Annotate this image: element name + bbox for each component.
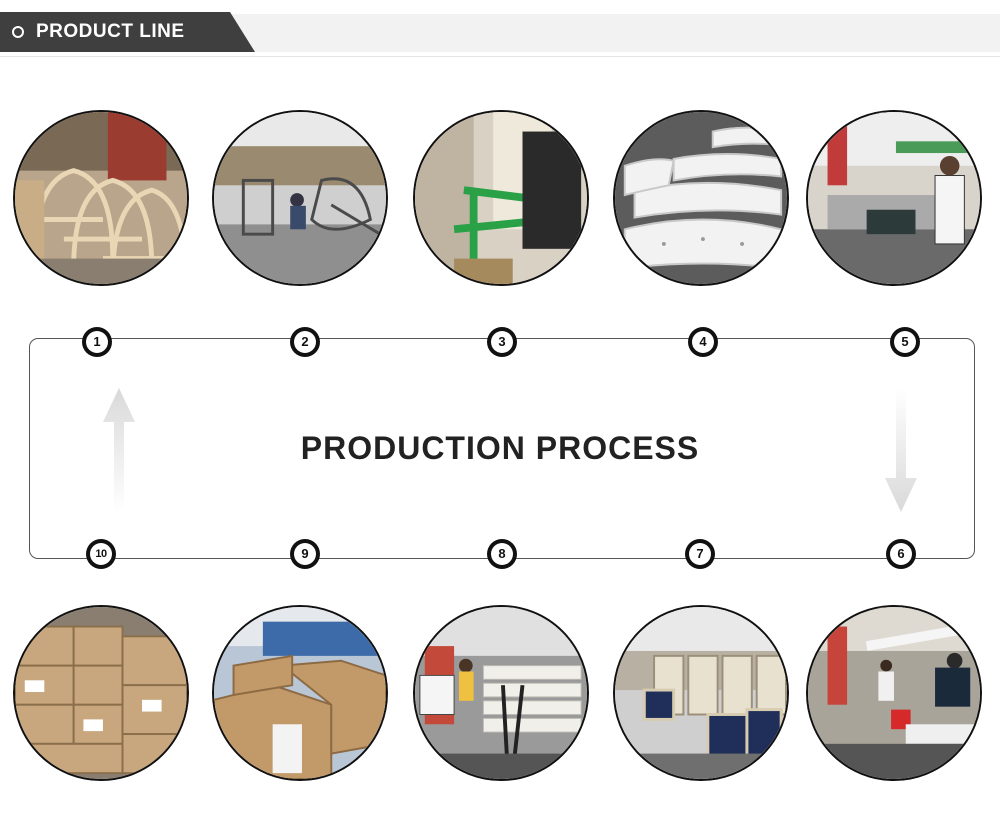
step-marker-1: 1 bbox=[82, 327, 112, 357]
photo-upholstered-chairs bbox=[613, 605, 789, 781]
step-number: 9 bbox=[294, 543, 316, 565]
arrow-down-icon bbox=[885, 388, 917, 512]
step-number: 1 bbox=[86, 331, 108, 353]
photo-open-cartons bbox=[212, 605, 388, 781]
photo-metal-frames bbox=[212, 110, 388, 286]
arrow-up-icon bbox=[103, 388, 135, 512]
photo-wood-frames bbox=[13, 110, 189, 286]
step-marker-6: 6 bbox=[886, 539, 916, 569]
step-number: 5 bbox=[894, 331, 916, 353]
step-marker-5: 5 bbox=[890, 327, 920, 357]
step-number: 4 bbox=[692, 331, 714, 353]
step-marker-8: 8 bbox=[487, 539, 517, 569]
section-tab: PRODUCT LINE bbox=[0, 12, 255, 52]
photo-foam-seats bbox=[613, 110, 789, 286]
step-number: 7 bbox=[689, 543, 711, 565]
photo-assembly-line bbox=[806, 605, 982, 781]
section-title: PRODUCT LINE bbox=[36, 21, 185, 42]
step-number: 10 bbox=[90, 543, 112, 565]
photo-frame-assembly bbox=[413, 110, 589, 286]
header-divider bbox=[0, 56, 1000, 57]
step-marker-3: 3 bbox=[487, 327, 517, 357]
photo-quality-check bbox=[413, 605, 589, 781]
process-frame bbox=[29, 338, 975, 559]
step-number: 8 bbox=[491, 543, 513, 565]
circle-bullet-icon bbox=[12, 26, 24, 38]
step-marker-2: 2 bbox=[290, 327, 320, 357]
step-number: 6 bbox=[890, 543, 912, 565]
photo-packed-boxes bbox=[13, 605, 189, 781]
step-marker-10: 10 bbox=[86, 539, 116, 569]
process-title: PRODUCTION PROCESS bbox=[300, 430, 700, 466]
step-marker-4: 4 bbox=[688, 327, 718, 357]
step-number: 3 bbox=[491, 331, 513, 353]
step-marker-7: 7 bbox=[685, 539, 715, 569]
step-number: 2 bbox=[294, 331, 316, 353]
step-marker-9: 9 bbox=[290, 539, 320, 569]
photo-sewing-workshop bbox=[806, 110, 982, 286]
